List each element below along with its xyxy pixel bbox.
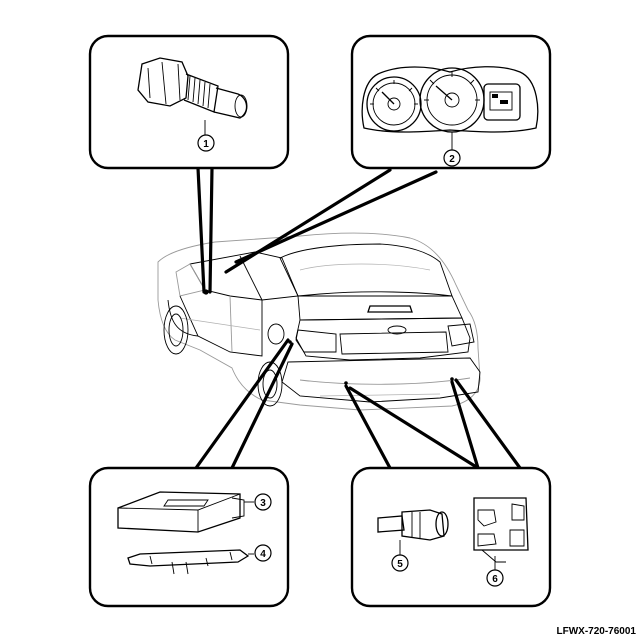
control-module-illustration bbox=[117, 491, 254, 533]
callout-marker-4 bbox=[254, 544, 272, 562]
detail-box-sensors bbox=[350, 466, 552, 608]
sensor-retainer-illustration bbox=[473, 497, 529, 570]
callout-marker-1 bbox=[197, 134, 215, 152]
callout-label-3: 3 bbox=[260, 498, 266, 509]
diagram-reference-code: LFWX-720-76001 bbox=[557, 626, 637, 637]
vehicle-illustration bbox=[157, 232, 481, 411]
parking-sensor-illustration bbox=[377, 509, 449, 556]
callout-label-2: 2 bbox=[449, 154, 455, 165]
instrument-cluster-illustration bbox=[361, 66, 539, 150]
detail-box-module bbox=[88, 466, 290, 608]
callout-marker-5 bbox=[391, 554, 409, 572]
callout-marker-6 bbox=[486, 569, 504, 587]
callout-marker-2 bbox=[443, 149, 461, 167]
callout-label-6: 6 bbox=[492, 574, 498, 585]
callout-label-5: 5 bbox=[397, 559, 403, 570]
callout-label-4: 4 bbox=[260, 549, 266, 560]
callout-label-1: 1 bbox=[203, 139, 209, 150]
switch-illustration bbox=[137, 57, 248, 136]
leader-lines bbox=[194, 166, 522, 470]
callout-marker-3 bbox=[254, 493, 272, 511]
mounting-bracket-illustration bbox=[127, 549, 254, 575]
detail-box-cluster bbox=[350, 34, 552, 170]
